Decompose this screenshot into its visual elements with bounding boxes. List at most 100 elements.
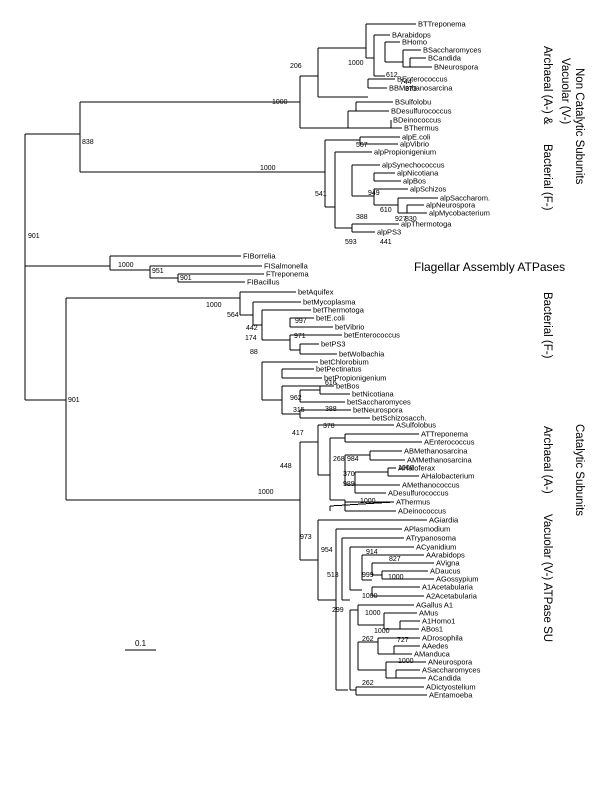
- leaf-label: A2Acetabularia: [426, 592, 478, 601]
- group-label-archaeal-vacuolar: Vacuolar (V-): [559, 58, 571, 124]
- leaf-label: betBos: [336, 382, 360, 391]
- leaf-label: BSulfolobu: [395, 98, 431, 107]
- bootstrap-value: 373: [405, 86, 417, 93]
- leaf-label: betNicotiana: [352, 390, 395, 399]
- leaf-label: BArabidops: [392, 31, 431, 40]
- leaf-label: FIBacillus: [247, 278, 280, 287]
- bootstrap-value: 378: [323, 423, 335, 430]
- leaf-label: ACandida: [428, 674, 462, 683]
- leaf-label: betSaccharomyces: [347, 398, 411, 407]
- group-label-bacterial-f-top: Bacterial (F-): [541, 144, 553, 211]
- bootstrap-value: 1000: [260, 165, 276, 172]
- bootstrap-value: 951: [152, 268, 164, 275]
- bootstrap-value: 567: [356, 142, 368, 149]
- leaf-label: alpSynechococcus: [382, 161, 445, 170]
- bootstrap-value: 1000: [348, 60, 364, 67]
- leaf-label: AMethanococcus: [402, 481, 460, 490]
- leaf-label: AHalobacterium: [421, 472, 474, 481]
- bootstrap-value: 616: [325, 380, 337, 387]
- leaf-label: AGossypium: [436, 575, 479, 584]
- leaf-label: BBMethanosarcina: [389, 84, 453, 93]
- bootstrap-value: 1000: [398, 465, 414, 472]
- group-label-bacterial-f: Bacterial (F-): [541, 292, 553, 359]
- leaf-label: ATrypanosoma: [406, 534, 457, 543]
- group-label-catalytic: Catalytic Subunits: [573, 424, 585, 516]
- leaf-label: alpPS3: [377, 228, 401, 237]
- leaf-label: AThermus: [396, 498, 430, 507]
- tree-branches: [24, 23, 438, 696]
- bootstrap-value: 299: [332, 607, 344, 614]
- bootstrap-value: 949: [368, 190, 380, 197]
- leaf-label: AMus: [419, 609, 438, 618]
- leaf-label: alpBos: [403, 177, 426, 186]
- leaf-label: betNeurospora: [353, 406, 403, 415]
- leaf-label: betChlorobium: [320, 358, 369, 367]
- leaf-label: betPS3: [321, 340, 346, 349]
- bootstrap-value: 206: [290, 63, 302, 70]
- leaf-label: BDeinococcus: [393, 116, 441, 125]
- leaf-label: BHomo: [402, 38, 427, 47]
- leaf-label: ANeurospora: [428, 658, 473, 667]
- leaf-label: AVigna: [436, 559, 460, 568]
- leaf-label: betThermotoga: [313, 306, 365, 315]
- bootstrap-value: 564: [227, 312, 239, 319]
- leaf-label: alpVibrio: [400, 140, 429, 149]
- leaf-label: FTreponema: [266, 270, 309, 279]
- leaf-label: ADaucus: [430, 567, 461, 576]
- bootstrap-value: 441: [380, 239, 392, 246]
- bootstrap-value: 927: [395, 216, 407, 223]
- bootstrap-value: 1000: [362, 593, 378, 600]
- leaf-label: AAedes: [422, 642, 449, 651]
- bootstrap-value: 954: [321, 547, 333, 554]
- leaf-label: alpThermotoga: [401, 220, 452, 229]
- leaf-label: ASaccharomyces: [422, 666, 481, 675]
- leaf-label: AHaloferax: [398, 464, 435, 473]
- leaf-label: betWolbachia: [339, 350, 385, 359]
- bootstrap-value: 999: [362, 572, 374, 579]
- leaf-label: betVibrio: [335, 323, 364, 332]
- bootstrap-value: 1000: [398, 658, 414, 665]
- bootstrap-value: 830: [405, 216, 417, 223]
- leaf-label: AEntamoeba: [429, 691, 473, 700]
- bootstrap-value: 262: [362, 680, 374, 687]
- leaf-label: BSaccharomyces: [423, 46, 482, 55]
- leaf-label: betAquifex: [298, 288, 334, 297]
- leaf-label: alpNicotiana: [397, 169, 439, 178]
- bootstrap-value: 901: [180, 275, 192, 282]
- bootstrap-value: 513: [327, 572, 339, 579]
- leaf-label: A1Homo1: [422, 617, 455, 626]
- bootstrap-value: 901: [68, 397, 80, 404]
- bootstrap-value: 1000: [206, 302, 222, 309]
- leaf-label: AArabidops: [426, 551, 465, 560]
- bootstrap-value: 417: [292, 430, 304, 437]
- leaf-label: ASulfolobus: [396, 421, 436, 430]
- leaf-label: AMMethanosarcina: [407, 456, 472, 465]
- group-label-archaeal-vacuolar: Archaeal (A-) &: [541, 46, 553, 125]
- leaf-label: AManduca: [414, 650, 451, 659]
- leaf-label: ABMethanosarcina: [404, 447, 468, 456]
- bootstrap-value: 962: [290, 395, 302, 402]
- bootstrap-value: 901: [28, 233, 40, 240]
- bootstrap-value: 1000: [118, 262, 134, 269]
- bootstrap-value: 914: [366, 549, 378, 556]
- bootstrap-value: 388: [356, 214, 368, 221]
- leaf-label: ABos1: [421, 625, 443, 634]
- bootstrap-value: 971: [294, 333, 306, 340]
- leaf-label: alpPropionigenium: [374, 148, 436, 157]
- bootstrap-value: 1000: [374, 628, 390, 635]
- bootstrap-value: 1000: [365, 610, 381, 617]
- leaf-label: BThermus: [404, 124, 439, 133]
- leaf-label: BNeurospora: [434, 63, 479, 72]
- bootstrap-value: 838: [82, 139, 94, 146]
- leaf-label: FIBorrelia: [243, 252, 276, 261]
- bootstrap-value: 315: [293, 407, 305, 414]
- leaf-label: AEnterococcus: [424, 438, 475, 447]
- leaf-label: alpSaccharom.: [440, 194, 490, 203]
- leaf-label: ACyanidium: [416, 543, 456, 552]
- bootstrap-value: 989: [343, 481, 355, 488]
- group-label-flagellar: Flagellar Assembly ATPases: [414, 260, 565, 274]
- leaf-label: betPectinatus: [316, 365, 362, 374]
- bootstrap-value: 984: [347, 456, 359, 463]
